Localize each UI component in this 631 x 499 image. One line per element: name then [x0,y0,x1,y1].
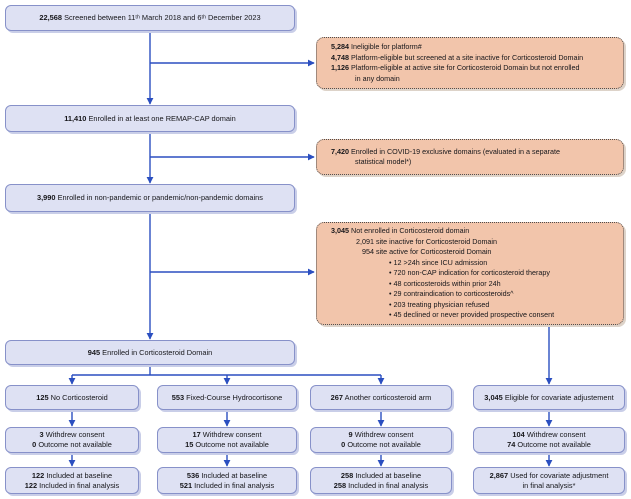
enrolled-corticosteroid-text: Enrolled in Corticosteroid Domain [102,347,213,357]
arm-covariate-adjustment-box: 3,045 Eligible for covariate adjustement [473,385,625,410]
enrolled-nonpandemic-text: Enrolled in non-pandemic or pandemic/non… [57,193,263,202]
exclusion-line: 5,284 Ineligible for platform# [331,42,422,51]
site-active-line: 954 site active for Corticosteroid Domai… [362,247,492,257]
box-screened: 22,568 Screened between 11ᵗʰ March 2018 … [5,5,295,31]
covid-exclusive-line: 7,420 Enrolled in COVID-19 exclusive dom… [331,146,560,156]
exclusion-line-continuation: in any domain [355,73,400,83]
reason-line: • 720 non-CAP indication for corticoster… [389,268,550,278]
arm1-attrition-box: 3 Withdrew consent 0 Outcome not availab… [5,427,139,453]
reason-line: • 203 treating physician refused [389,299,490,309]
box-enrolled-nonpandemic: 3,990 Enrolled in non-pandemic or pandem… [5,184,295,212]
reason-line: • 45 declined or never provided prospect… [389,310,555,320]
screened-count: 22,568 [39,13,62,22]
enrolled-any-text: Enrolled in at least one REMAP-CAP domai… [88,113,236,123]
enrolled-any-label: 11,410 Enrolled in at least one REMAP-CA… [64,114,236,124]
screened-label: 22,568 Screened between 11ᵗʰ March 2018 … [39,13,260,23]
arm4-analysis-box: 2,867 Used for covariate adjustment in f… [473,467,625,494]
arm2-attrition-box: 17 Withdrew consent 15 Outcome not avail… [157,427,297,453]
arm4-attrition-box: 104 Withdrew consent 74 Outcome not avai… [473,427,625,453]
box-enrolled-corticosteroid: 945 Enrolled in Corticosteroid Domain [5,340,295,365]
enrolled-corticosteroid-count: 945 [87,347,101,357]
box-not-enrolled-reasons: 3,045 Not enrolled in Corticosteroid dom… [316,222,624,325]
arm3-attrition-box: 9 Withdrew consent 0 Outcome not availab… [310,427,452,453]
exclusion-line: 1,126 Platform-eligible at active site f… [331,63,580,72]
enrolled-nonpandemic-label: 3,990 Enrolled in non-pandemic or pandem… [37,193,263,203]
enrolled-corticosteroid-label: 945 Enrolled in Corticosteroid Domain [88,348,213,358]
enrolled-nonpandemic-count: 3,990 [37,193,56,202]
enrolled-any-count: 11,410 [64,113,87,123]
covid-exclusive-continuation: statistical model*) [355,157,412,166]
reason-line: • 12 >24h since ICU admission [389,257,488,267]
site-inactive-line: 2,091 site inactive for Corticosteroid D… [356,236,498,246]
reason-line: • 29 contraindication to corticosteroids… [389,289,514,299]
reason-line: • 48 corticosteroids within prior 24h [389,278,501,288]
screened-text: Screened between 11ᵗʰ March 2018 and 6ᵗʰ… [64,13,261,22]
arm-another-corticosteroid-box: 267 Another corticosteroid arm [310,385,452,410]
arm3-analysis-box: 258 Included at baseline 258 Included in… [310,467,452,494]
box-ineligible-exclusions: 5,284 Ineligible for platform# 4,748 Pla… [316,37,624,89]
box-enrolled-any-domain: 11,410 Enrolled in at least one REMAP-CA… [5,105,295,132]
arm1-analysis-box: 122 Included at baseline 122 Included in… [5,467,139,494]
exclusion-line: 4,748 Platform-eligible but screened at … [331,52,584,62]
not-enrolled-line: 3,045 Not enrolled in Corticosteroid dom… [331,226,470,236]
arrows [68,31,553,467]
arm-hydrocortisone-box: 553 Fixed-Course Hydrocortisone [157,385,297,410]
box-covid-exclusive: 7,420 Enrolled in COVID-19 exclusive dom… [316,139,624,175]
arm2-analysis-box: 536 Included at baseline 521 Included in… [157,467,297,494]
arm-no-corticosteroid-box: 125 No Corticosteroid [5,385,139,410]
